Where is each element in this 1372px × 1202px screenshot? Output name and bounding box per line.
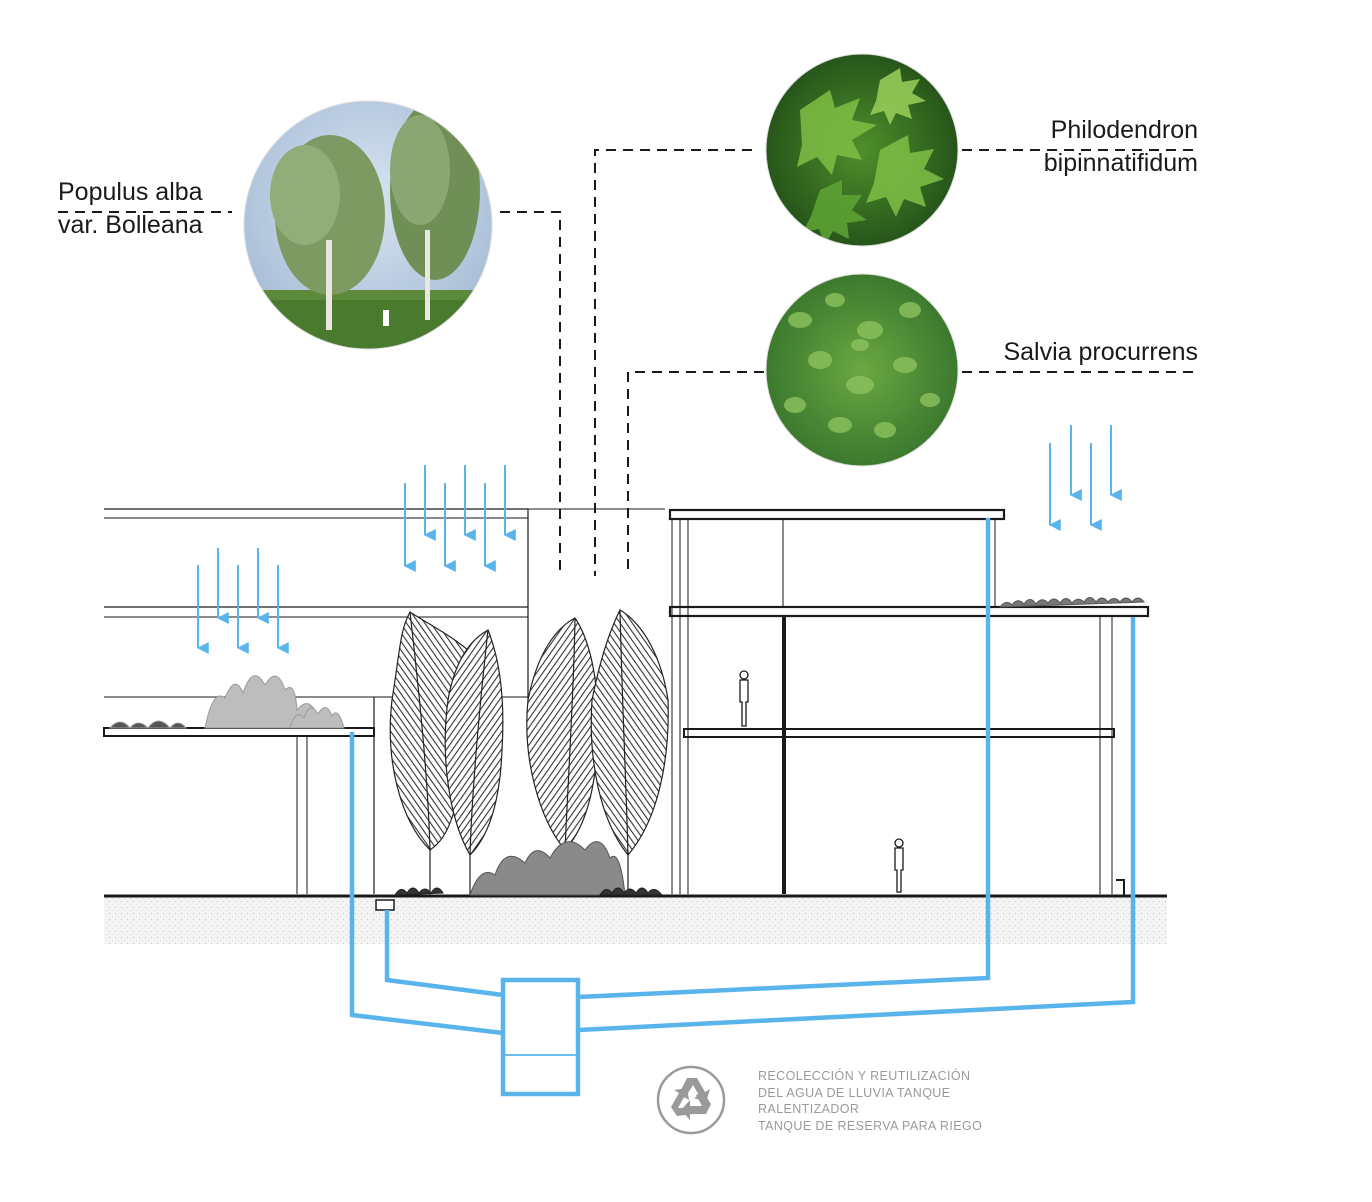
recycle-icon	[656, 1065, 726, 1135]
courtyard-trees	[389, 609, 669, 896]
legend-line: DEL AGUA DE LLUVIA TANQUE	[758, 1085, 951, 1100]
label-philodendron-line1: Philodendron	[1050, 116, 1198, 144]
right-building	[668, 508, 1150, 896]
label-populus: Populus alba var. Bolleana	[58, 176, 203, 242]
understory-plants	[469, 841, 626, 896]
legend-line: RALENTIZADOR	[758, 1102, 860, 1116]
label-populus-line1: Populus alba	[58, 178, 203, 206]
label-philodendron-line2: bipinnatifidum	[1043, 149, 1198, 177]
water-pipes	[349, 518, 1136, 1036]
leader-lines	[58, 149, 1197, 576]
understory-plants	[394, 887, 664, 896]
drain	[375, 899, 395, 911]
person-figure	[894, 838, 904, 893]
tank	[500, 977, 581, 1097]
legend-line: TANQUE DE RESERVA PARA RIEGO	[758, 1118, 983, 1133]
tree	[526, 617, 599, 851]
tree	[590, 609, 669, 856]
legend-line: RECOLECCIÓN Y REUTILIZACIÓN	[758, 1069, 971, 1083]
legend-text: RECOLECCIÓN Y REUTILIZACIÓN DEL AGUA DE …	[758, 1068, 982, 1134]
label-salvia: Salvia procurrens	[1003, 336, 1198, 369]
salvia-photo	[766, 274, 958, 466]
label-philodendron: Philodendron bipinnatifidum	[1044, 114, 1198, 180]
philodendron-photo	[766, 54, 958, 246]
roof-planting-right	[998, 597, 1145, 608]
ground	[104, 894, 1167, 944]
person-figure	[739, 670, 749, 727]
label-populus-line2: var. Bolleana	[58, 211, 203, 239]
label-salvia-line1: Salvia procurrens	[1003, 338, 1198, 366]
populus-photo	[244, 101, 492, 349]
roof-planting	[108, 675, 345, 729]
rain-arrows	[196, 425, 1122, 654]
left-building	[103, 508, 665, 894]
